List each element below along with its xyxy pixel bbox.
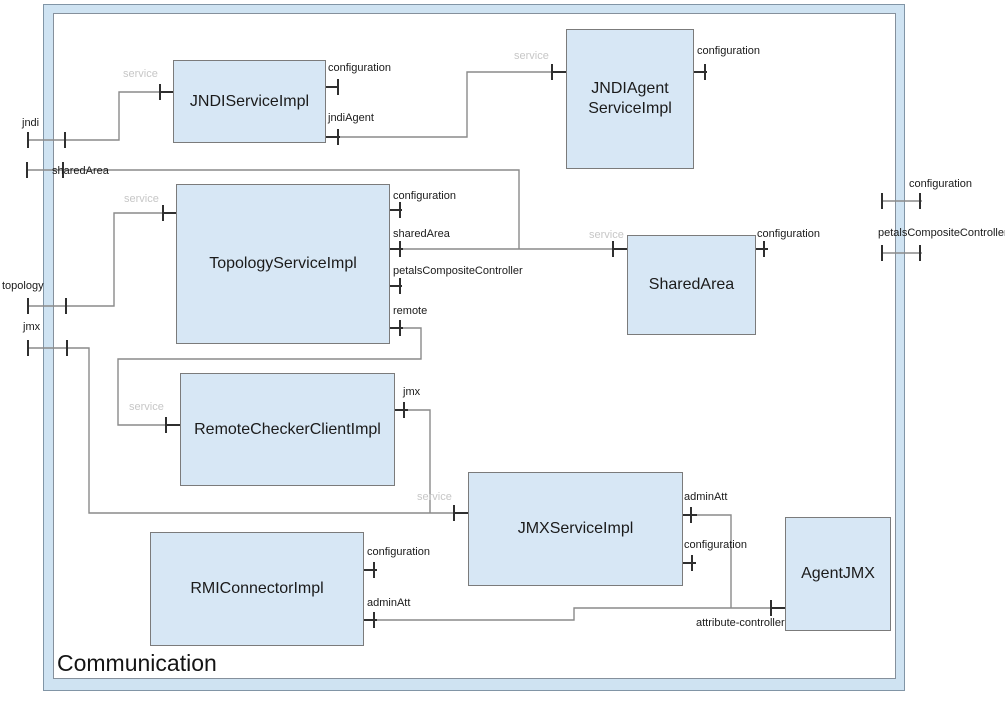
port-remotechecker-jmx[interactable] — [395, 402, 408, 418]
port-label-topology-configuration: configuration — [393, 190, 456, 202]
port-jmxservice-adminatt[interactable] — [683, 507, 697, 523]
frame-port-sharedarea[interactable] — [26, 162, 64, 178]
port-topology-remote[interactable] — [390, 320, 403, 336]
frame-port-petalscompositecontroller[interactable] — [881, 245, 921, 261]
connector-jmxservice-adminatt-join — [683, 514, 732, 608]
frame-port-jndi[interactable] — [27, 132, 66, 148]
port-label-jndiagentservice-configuration: configuration — [697, 45, 760, 57]
component-shared-area[interactable]: SharedArea — [627, 235, 756, 335]
frame-port-label-topology: topology — [2, 280, 44, 292]
connector-rmi-adminatt-to-agentjmx-attribute-controller — [364, 607, 785, 621]
port-label-topology-service: service — [124, 193, 159, 205]
port-label-sharedarea-configuration: configuration — [757, 228, 820, 240]
port-rmi-adminatt[interactable] — [364, 612, 377, 628]
port-topology-service[interactable] — [162, 205, 176, 221]
connector-jndi-frame-to-jndiservice-service — [28, 91, 173, 141]
port-jndiservice-jndiagent[interactable] — [326, 129, 340, 145]
component-label: TopologyServiceImpl — [209, 255, 357, 272]
port-label-agentjmx-attribute-controller: attribute-controller — [696, 617, 785, 629]
port-label-topology-remote: remote — [393, 305, 428, 317]
port-label-sharedarea-service: service — [589, 229, 624, 241]
port-jmxservice-service[interactable] — [453, 505, 468, 521]
component-label: AgentJMX — [801, 565, 875, 582]
component-agent-jmx[interactable]: AgentJMX — [785, 517, 891, 631]
frame-port-configuration[interactable] — [881, 193, 921, 209]
component-label: JNDIAgent ServiceImpl — [588, 80, 672, 117]
component-label: RMIConnectorImpl — [190, 580, 324, 597]
frame-port-label-jmx: jmx — [23, 321, 41, 333]
port-label-rmi-adminatt: adminAtt — [367, 597, 411, 609]
component-label: JNDIServiceImpl — [189, 92, 310, 110]
port-label-jmxservice-adminatt: adminAtt — [684, 491, 728, 503]
port-rmi-configuration[interactable] — [364, 562, 377, 578]
component-rmi-connector[interactable]: RMIConnectorImpl — [150, 532, 364, 646]
port-jndiagentservice-configuration[interactable] — [694, 64, 707, 80]
port-label-topology-sharedarea: sharedArea — [393, 228, 450, 240]
component-remote-checker-client[interactable]: RemoteCheckerClientImpl — [180, 373, 395, 486]
connector-jndiagent-to-jndiagentservice-service — [326, 71, 566, 138]
port-topology-petalscompositecontroller[interactable] — [390, 278, 402, 294]
port-label-jndiagentservice-service: service — [514, 50, 549, 62]
component-topology-service[interactable]: TopologyServiceImpl — [176, 184, 390, 344]
component-jndi-service[interactable]: JNDIServiceImpl — [173, 60, 326, 143]
port-label-remotechecker-jmx: jmx — [403, 386, 421, 398]
component-jndi-agent-service[interactable]: JNDIAgent ServiceImpl — [566, 29, 694, 169]
frame-port-jmx[interactable] — [27, 340, 68, 356]
port-agentjmx-attribute-controller[interactable] — [770, 600, 785, 616]
connector-sharedarea-frame-line — [27, 169, 520, 249]
ports — [26, 64, 921, 628]
port-label-jmxservice-configuration: configuration — [684, 539, 747, 551]
frame-port-label-jndi: jndi — [22, 117, 40, 129]
port-sharedarea-service[interactable] — [612, 241, 627, 257]
port-jmxservice-configuration[interactable] — [683, 555, 696, 571]
component-label: RemoteCheckerClientImpl — [194, 420, 381, 438]
port-label-jmxservice-service: service — [417, 491, 452, 503]
port-jndiagentservice-service[interactable] — [551, 64, 566, 80]
composite-title: Communication — [57, 650, 217, 676]
port-topology-configuration[interactable] — [390, 202, 402, 218]
port-jndiservice-configuration[interactable] — [326, 79, 339, 95]
connector-topology-remote-to-remotechecker-service — [117, 327, 422, 426]
port-jndiservice-service[interactable] — [159, 84, 173, 100]
frame-port-label-sharedarea: sharedArea — [52, 165, 109, 177]
port-remotechecker-service[interactable] — [165, 417, 180, 433]
port-label-remotechecker-service: service — [129, 401, 164, 413]
port-label-rmi-configuration: configuration — [367, 546, 430, 558]
port-label-jndiservice-service: service — [123, 68, 158, 80]
port-label-jndiservice-jndiagent: jndiAgent — [328, 112, 374, 124]
component-label: SharedArea — [648, 276, 735, 293]
frame-port-label-configuration: configuration — [909, 178, 972, 190]
component-jmx-service[interactable]: JMXServiceImpl — [468, 472, 683, 586]
connector-topology-frame-to-topology-service — [28, 212, 176, 307]
port-label-jndiservice-configuration: configuration — [328, 62, 391, 74]
component-label: JMXServiceImpl — [517, 520, 634, 537]
port-topology-sharedarea[interactable] — [390, 241, 403, 257]
port-sharedarea-configuration[interactable] — [756, 241, 768, 257]
frame-port-label-petalscompositecontroller: petalsCompositeController — [878, 227, 1005, 239]
port-label-topology-petalscompositecontroller: petalsCompositeController — [393, 265, 523, 277]
frame-port-topology[interactable] — [27, 298, 67, 314]
connector-jmx-frame-to-jmxservice-service — [28, 347, 468, 514]
